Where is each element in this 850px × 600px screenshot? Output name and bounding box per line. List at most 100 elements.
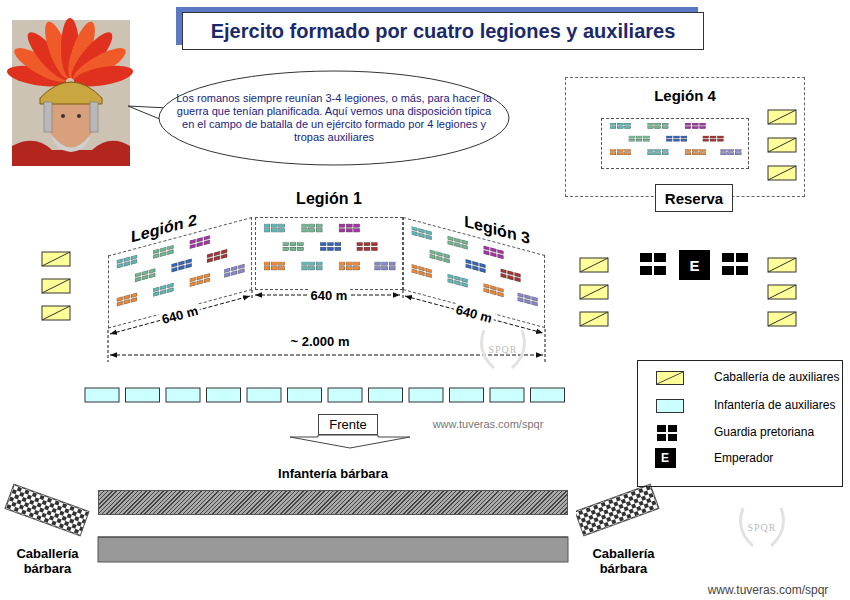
band-hatching — [98, 537, 568, 538]
auxiliary-cavalry-symbol — [768, 110, 796, 124]
node-text: Reserva — [665, 190, 723, 207]
auxiliary-infantry-symbol — [328, 388, 362, 402]
barbarian-infantry-band: Infantería bárbara — [98, 490, 568, 515]
title-box: Ejercito formado por cuatro legiones y a… — [182, 12, 704, 50]
node-text: Caballería bárbara — [0, 546, 95, 576]
guard-square — [722, 266, 734, 275]
watermark: SPQR — [488, 344, 517, 355]
barbarian-cavalry: Caballería bárbara — [0, 478, 95, 580]
auxiliary-infantry-symbol — [207, 388, 241, 402]
auxiliary-cavalry-symbol — [580, 258, 608, 272]
barbarian-cavalry-symbol — [576, 478, 671, 548]
cavalry-diagonal — [42, 306, 70, 320]
portrait-illustration — [5, 18, 134, 166]
cavalry-diagonal — [580, 312, 608, 326]
legend-guard-sample — [657, 425, 677, 441]
eye — [77, 114, 81, 118]
node-text: Los romanos siempre reunían 3-4 legiones… — [173, 92, 495, 144]
cavalry-diagonal — [768, 138, 796, 152]
helmet-feathers — [5, 18, 134, 90]
diagram-title: Ejercito formado por cuatro legiones y a… — [211, 20, 676, 43]
front-box: Frente — [318, 414, 378, 435]
cavalry-diagonal — [768, 166, 796, 180]
helmet — [40, 82, 102, 104]
auxiliary-infantry-row — [85, 388, 565, 402]
cavalry-diagonal — [768, 258, 796, 272]
auxiliary-infantry-symbol — [531, 388, 565, 402]
dimension-label: 640 m — [452, 301, 495, 326]
legend-swatch — [656, 399, 684, 413]
beard — [52, 135, 90, 152]
guard-square — [640, 266, 652, 275]
legend-emperor-sample — [655, 448, 676, 468]
reserve-area: Legión 4 — [565, 77, 805, 197]
legend-text: Guardia pretoriana — [714, 425, 814, 439]
watermark: www.tuveras.com/spqr — [708, 583, 829, 597]
dimension-label: 640 m — [309, 288, 350, 303]
guard-square — [736, 266, 748, 275]
emperor-box: E — [679, 250, 710, 280]
cavalry-diagonal — [768, 110, 796, 124]
auxiliary-cavalry-symbol — [42, 252, 70, 266]
barbarian-cavalry: Caballería bárbara — [576, 478, 671, 580]
cavalry-diagonal — [580, 285, 608, 299]
auxiliary-cavalry-symbol — [768, 138, 796, 152]
legion-box — [601, 118, 749, 169]
cavalry-diagonal — [768, 285, 796, 299]
legend-text: Caballería de auxiliares — [714, 370, 839, 384]
cheek-guard — [44, 102, 52, 132]
auxiliary-infantry-symbol — [85, 388, 119, 402]
legion-box: Legión 1 — [255, 217, 403, 290]
hatch-line — [98, 537, 568, 538]
legend-box: Caballería de auxiliaresInfantería de au… — [637, 360, 843, 487]
auxiliary-infantry-symbol — [166, 388, 200, 402]
extension-line — [108, 330, 109, 362]
node-text: Legión 4 — [566, 87, 804, 104]
extension-line — [403, 290, 404, 300]
auxiliary-infantry-symbol — [409, 388, 443, 402]
node-text: Caballería bárbara — [576, 546, 671, 576]
auxiliary-cavalry-symbol — [768, 166, 796, 180]
node-text: Legión 2 — [131, 211, 197, 247]
dimension-arrow — [110, 355, 543, 356]
auxiliary-cavalry-symbol — [768, 258, 796, 272]
auxiliary-cavalry-group — [768, 258, 796, 326]
auxiliary-cavalry-group — [42, 252, 70, 320]
eye — [61, 114, 65, 118]
node-text: Infantería bárbara — [99, 466, 567, 481]
node-text: Legión 3 — [464, 212, 530, 248]
extension-line — [545, 329, 546, 362]
cohort-blocks — [610, 123, 741, 155]
auxiliary-cavalry-symbol — [580, 285, 608, 299]
checkered-block — [576, 484, 659, 536]
legion-formation — [602, 119, 748, 168]
guard-square — [657, 434, 666, 441]
auxiliary-infantry-symbol — [450, 388, 484, 402]
checkered-block — [5, 484, 89, 536]
auxiliary-cavalry-symbol — [580, 312, 608, 326]
auxiliary-cavalry-symbol — [768, 285, 796, 299]
auxiliary-infantry-symbol — [490, 388, 524, 402]
guard-square — [657, 425, 666, 432]
guard-square — [668, 434, 677, 441]
node-text: E — [689, 257, 699, 274]
guard-square — [654, 266, 666, 275]
bubble-ellipse — [159, 71, 509, 165]
auxiliary-infantry-symbol — [247, 388, 281, 402]
auxiliary-cavalry-symbol — [42, 306, 70, 320]
dimension-label: 640 m — [158, 302, 201, 327]
cohort-blocks — [264, 224, 395, 270]
node-text: Frente — [329, 417, 367, 432]
legend-swatch — [656, 371, 684, 385]
guard-square — [736, 253, 748, 262]
auxiliary-infantry-symbol — [369, 388, 403, 402]
auxiliary-cavalry-group — [768, 110, 796, 180]
auxiliary-cavalry-group — [580, 258, 608, 326]
cheek-guard — [90, 102, 98, 132]
legend-text: Emperador — [714, 451, 773, 465]
swatch-diagonal — [657, 372, 683, 384]
auxiliary-cavalry-symbol — [768, 312, 796, 326]
auxiliary-infantry-symbol — [126, 388, 160, 402]
cavalry-diagonal — [580, 258, 608, 272]
barbarian-cavalry-symbol — [0, 478, 95, 548]
